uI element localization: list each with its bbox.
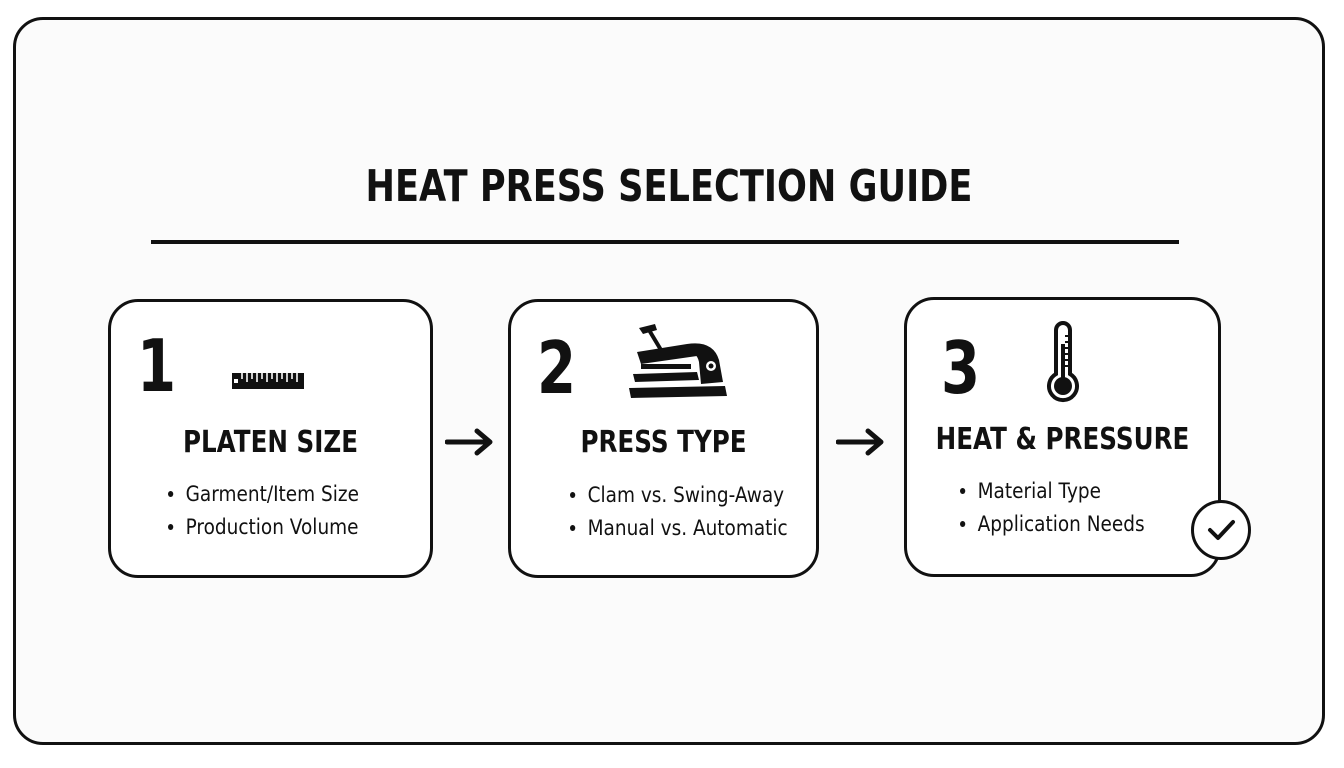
step-number: 1 xyxy=(137,324,177,408)
bullet-item: Production Volume xyxy=(168,511,359,544)
page-title: HEAT PRESS SELECTION GUIDE xyxy=(365,161,973,212)
step-bullets: Clam vs. Swing-Away Manual vs. Automatic xyxy=(570,479,788,545)
ruler-icon xyxy=(231,370,305,397)
step-title: PRESS TYPE xyxy=(580,425,747,460)
bullet-dot xyxy=(168,524,174,530)
step-card-heat-pressure: 3 HEAT & PRESSURE Material Type Applicat… xyxy=(904,297,1221,577)
step-title: HEAT & PRESSURE xyxy=(935,422,1190,457)
bullet-dot xyxy=(960,488,966,494)
bullet-text: Production Volume xyxy=(185,515,359,539)
title-divider xyxy=(151,240,1179,244)
step-number: 3 xyxy=(941,326,981,410)
step-bullets: Garment/Item Size Production Volume xyxy=(168,478,359,544)
heat-press-icon xyxy=(627,322,731,407)
bullet-text: Garment/Item Size xyxy=(185,482,359,506)
checkmark-icon xyxy=(1208,520,1235,540)
thermometer-icon xyxy=(1043,320,1083,409)
bullet-dot xyxy=(168,491,174,497)
step-number: 2 xyxy=(537,326,577,410)
bullet-text: Material Type xyxy=(977,479,1102,503)
arrow-right-icon xyxy=(444,427,495,462)
bullet-item: Manual vs. Automatic xyxy=(570,512,788,545)
step-card-press-type: 2 PRESS TYPE Clam vs. Swing-Away Manual … xyxy=(508,299,819,578)
bullet-text: Manual vs. Automatic xyxy=(587,516,788,540)
bullet-text: Clam vs. Swing-Away xyxy=(587,483,785,507)
step-bullets: Material Type Application Needs xyxy=(960,475,1145,541)
bullet-text: Application Needs xyxy=(977,512,1145,536)
arrow-right-icon xyxy=(835,427,886,462)
bullet-item: Clam vs. Swing-Away xyxy=(570,479,788,512)
bullet-item: Garment/Item Size xyxy=(168,478,359,511)
step-title: PLATEN SIZE xyxy=(182,425,359,460)
bullet-dot xyxy=(960,521,966,527)
bullet-item: Material Type xyxy=(960,475,1145,508)
checkmark-badge xyxy=(1191,500,1251,560)
bullet-dot xyxy=(570,525,576,531)
bullet-item: Application Needs xyxy=(960,508,1145,541)
bullet-dot xyxy=(570,492,576,498)
step-card-platen-size: 1 PLATEN SIZE Garment/Item Size Pro xyxy=(108,299,433,578)
